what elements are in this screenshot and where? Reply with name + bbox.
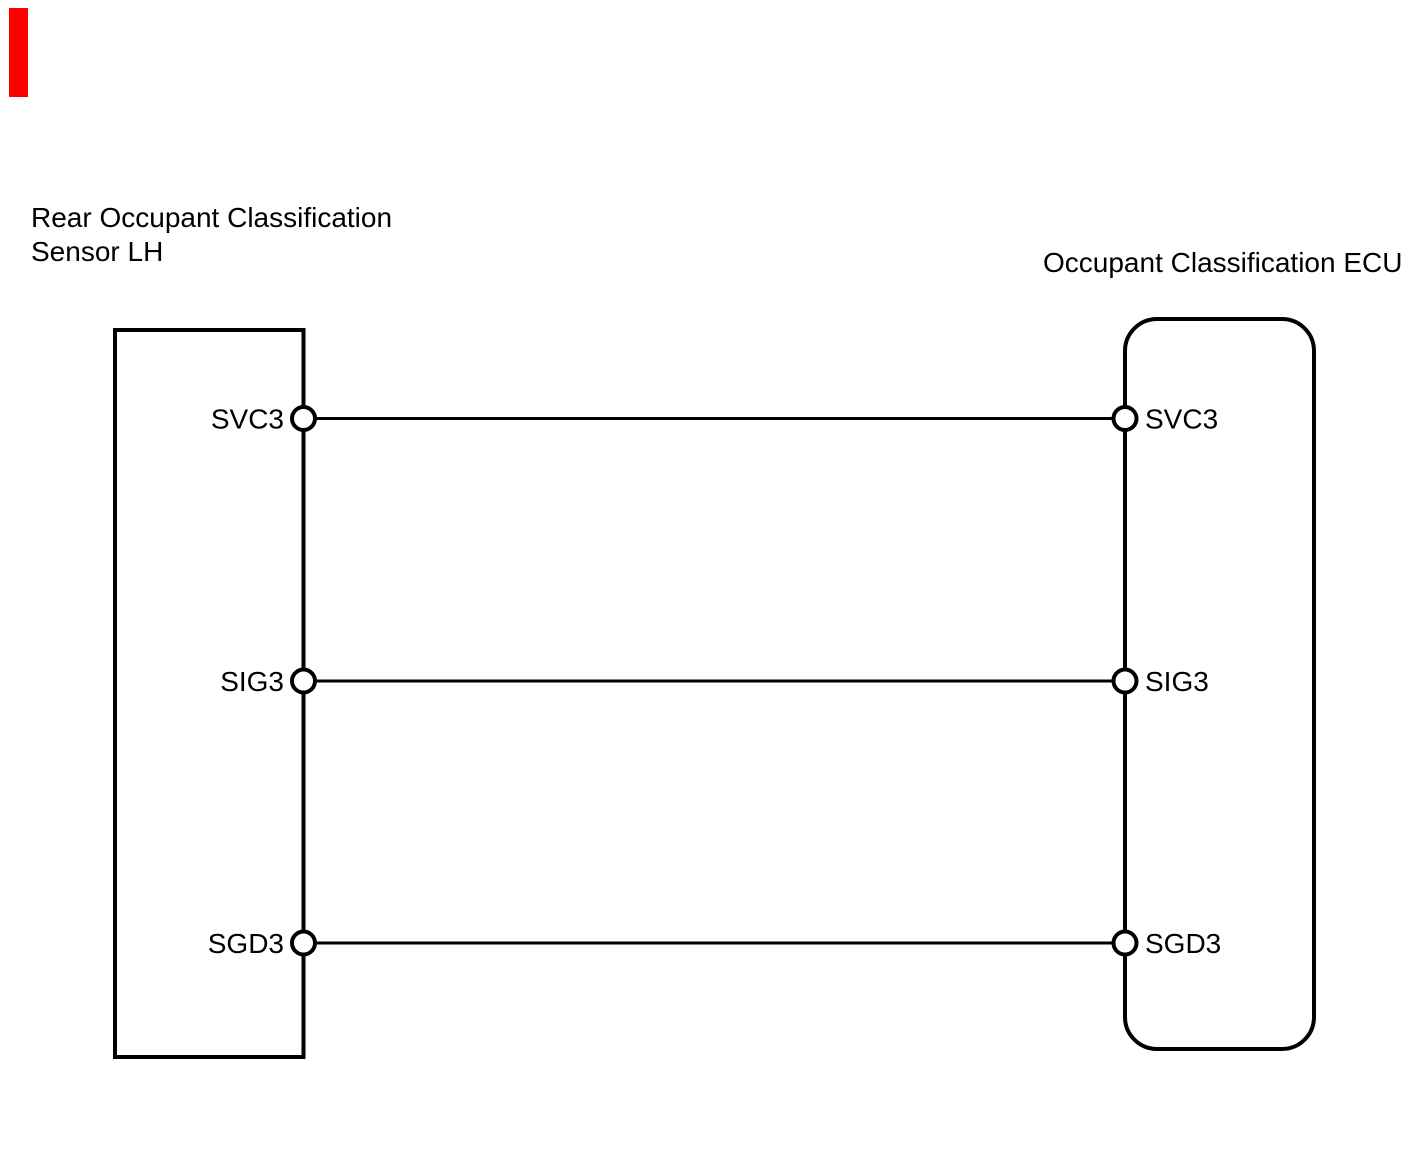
terminal-ecu-sgd3 [1111,929,1139,957]
pin-label-ecu-sgd3: SGD3 [1145,928,1221,959]
pin-label-sensor-svc3: SVC3 [211,404,284,435]
terminal-sensor-sgd3 [290,929,317,957]
terminal-ecu-sig3 [1111,667,1139,695]
pin-label-sensor-sgd3: SGD3 [208,928,284,959]
pin-label-ecu-svc3: SVC3 [1145,404,1218,435]
terminal-sensor-svc3 [290,405,317,432]
sensor-lh-title-line2: Sensor LH [31,236,163,267]
ecu-title: Occupant Classification ECU [1043,247,1402,278]
terminal-ecu-svc3 [1111,405,1139,432]
pin-label-ecu-sig3: SIG3 [1145,666,1209,697]
red-marker-bar [9,8,28,97]
sensor-lh-title-line1: Rear Occupant Classification [31,202,392,233]
terminal-sensor-sig3 [290,667,317,695]
pin-label-sensor-sig3: SIG3 [220,666,284,697]
